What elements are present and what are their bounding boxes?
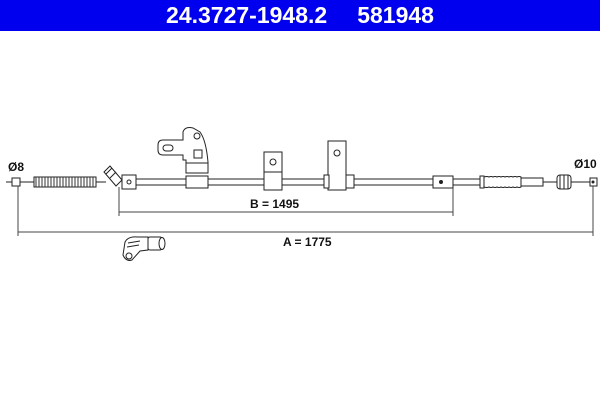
left-diameter-label: Ø8	[8, 160, 25, 174]
bracket-1	[157, 127, 209, 189]
detail-fitting	[122, 236, 166, 261]
bracket-2	[263, 151, 283, 191]
cable-sleeve	[432, 175, 454, 189]
bracket-3	[323, 140, 355, 191]
title-bar: 24.3727-1948.2 581948	[0, 0, 600, 31]
left-end-fitting	[6, 177, 34, 187]
dimension-a-label: A = 1775	[283, 235, 332, 249]
dimension-b-line	[118, 187, 454, 216]
angled-fitting	[103, 165, 137, 190]
right-end-fitting	[589, 177, 598, 187]
article-number: 581948	[357, 2, 434, 28]
dimension-b-label: B = 1495	[250, 197, 300, 211]
right-diameter-label: Ø10	[574, 157, 597, 171]
left-spring	[33, 176, 106, 188]
right-boot	[479, 174, 590, 190]
dimension-a-line	[17, 186, 594, 236]
part-number: 24.3727-1948.2	[166, 2, 328, 28]
